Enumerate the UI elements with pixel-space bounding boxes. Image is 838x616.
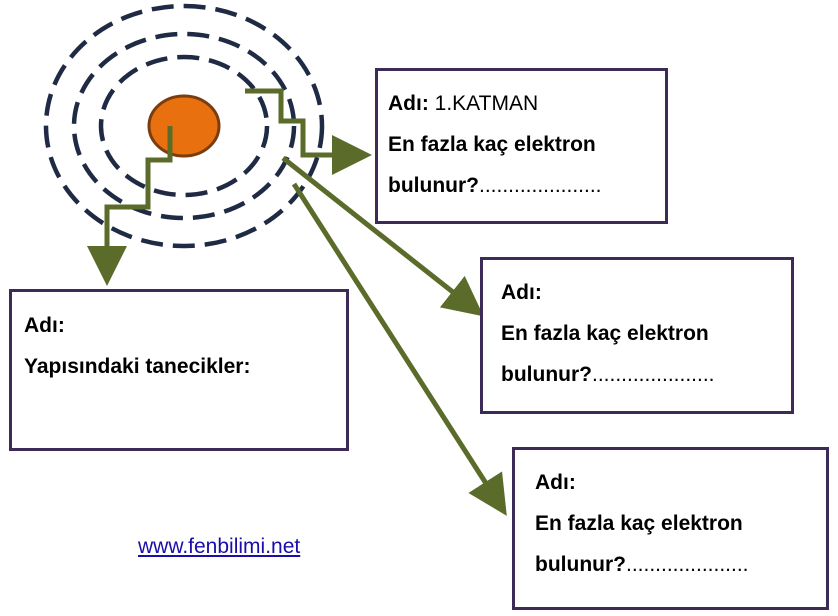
layer1-question-line1: En fazla kaç elektron bbox=[388, 133, 596, 156]
nucleus-particles-label: Yapısındaki tanecikler: bbox=[24, 355, 251, 378]
layer1-name-value: 1.KATMAN bbox=[428, 92, 539, 115]
orbit-1 bbox=[98, 54, 270, 198]
layer2-question-line1: En fazla kaç elektron bbox=[501, 322, 709, 345]
layer3-info-box: Adı: En fazla kaç elektron bulunur?.....… bbox=[512, 447, 829, 610]
layer3-question-line2: bulunur?..................... bbox=[535, 544, 826, 585]
layer1-name-line: Adı: 1.KATMAN bbox=[388, 83, 665, 124]
arrow-layer3 bbox=[291, 182, 507, 516]
layer2-name-label: Adı: bbox=[501, 281, 542, 304]
layer1-name-label: Adı: bbox=[388, 92, 429, 115]
layer1-answer-blank: ..................... bbox=[478, 174, 602, 197]
arrow-layer2 bbox=[281, 156, 484, 317]
orbit-3 bbox=[43, 3, 325, 249]
layer3-question-label: bulunur? bbox=[535, 553, 626, 576]
layer2-question-label: bulunur? bbox=[501, 363, 592, 386]
layer3-question-line1: En fazla kaç elektron bbox=[535, 512, 743, 535]
layer1-question-label: bulunur? bbox=[388, 174, 479, 197]
arrow-nucleus bbox=[87, 126, 173, 286]
orbit-2 bbox=[71, 31, 297, 221]
nucleus bbox=[147, 94, 221, 158]
layer1-question-line2: bulunur?..................... bbox=[388, 165, 665, 206]
website-link[interactable]: www.fenbilimi.net bbox=[138, 535, 301, 558]
layer2-info-box: Adı: En fazla kaç elektron bulunur?.....… bbox=[480, 257, 794, 414]
nucleus-info-box: Adı: Yapısındaki tanecikler: bbox=[9, 289, 349, 451]
layer3-name-label: Adı: bbox=[535, 471, 576, 494]
layer2-question-line2: bulunur?..................... bbox=[501, 354, 791, 395]
arrow-layer1 bbox=[245, 88, 372, 175]
nucleus-name-label: Adı: bbox=[24, 314, 65, 337]
layer1-info-box: Adı: 1.KATMAN En fazla kaç elektron bulu… bbox=[375, 68, 668, 224]
layer3-answer-blank: ..................... bbox=[625, 553, 749, 576]
layer2-answer-blank: ..................... bbox=[591, 363, 715, 386]
